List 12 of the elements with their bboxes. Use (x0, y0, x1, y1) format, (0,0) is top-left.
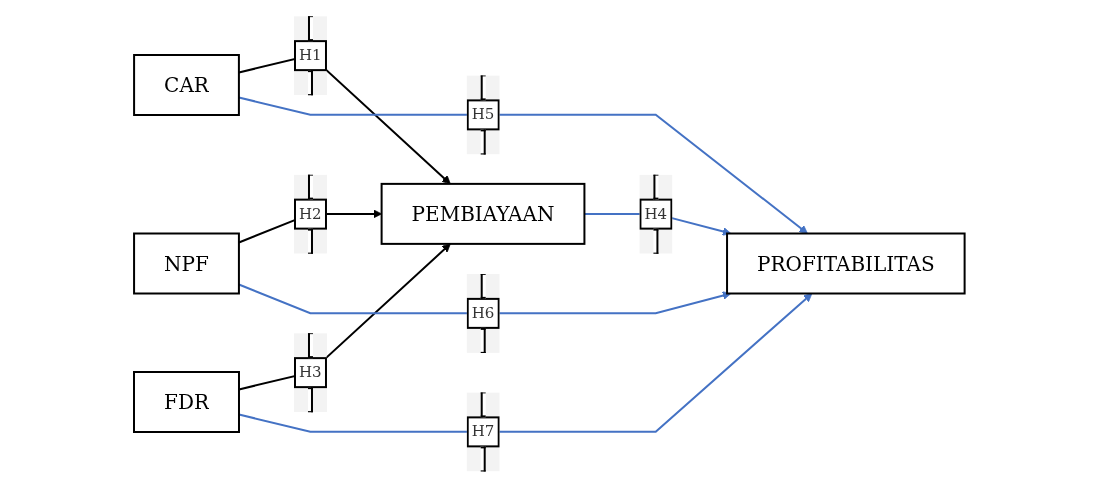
node-box: FDR (133, 371, 241, 433)
node-box: PROFITABILITAS (726, 232, 966, 295)
edge-label: H6 (471, 303, 495, 322)
node-box: CAR (133, 54, 241, 116)
edge-label: H7 (471, 422, 495, 441)
edge-label: H3 (299, 363, 322, 382)
edge-label: H1 (299, 46, 322, 65)
edge-label: H4 (644, 204, 668, 223)
edge-label: H5 (471, 105, 495, 124)
node-box: PEMBIAYAAN (380, 182, 586, 245)
edge-label: H2 (299, 204, 322, 223)
node-box: NPF (133, 232, 241, 295)
